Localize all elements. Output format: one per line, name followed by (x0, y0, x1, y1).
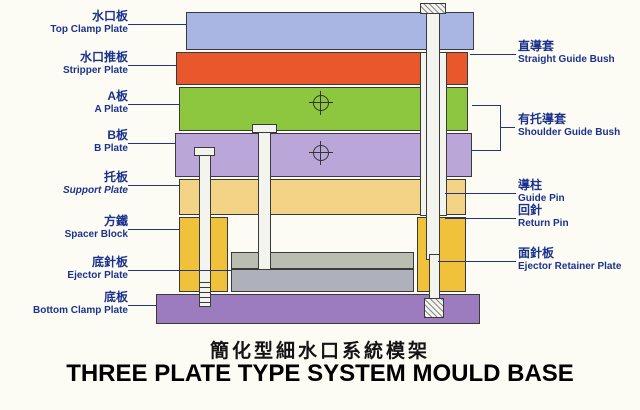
leader-line (445, 218, 516, 219)
label-a-plate: A板 A Plate (6, 89, 128, 115)
marker-vline (320, 141, 321, 165)
label-en: Support Plate (62, 184, 128, 196)
label-zh: 水口板 (91, 9, 128, 23)
label-zh: 托板 (103, 170, 128, 184)
leader-line (128, 143, 175, 144)
label-ejector-retainer-plate: 面針板 Ejector Retainer Plate (518, 246, 640, 272)
label-zh: 方鐵 (103, 214, 128, 228)
label-zh: 面針板 (518, 246, 555, 260)
label-return-pin: 回針 Return Pin (518, 203, 640, 229)
label-en: B Plate (94, 142, 128, 154)
label-en: Spacer Block (64, 228, 128, 240)
marker-hline (309, 152, 333, 153)
label-zh: B板 (107, 128, 128, 142)
label-en: Bottom Clamp Plate (32, 304, 128, 316)
label-zh: 水口推板 (79, 50, 128, 64)
label-en: Shoulder Guide Bush (518, 126, 621, 138)
leader-line (438, 261, 516, 262)
leader-line (128, 104, 179, 105)
leader-line (128, 185, 179, 186)
label-zh: 直導套 (518, 39, 555, 53)
leader-line (445, 193, 516, 194)
guide-pin (426, 13, 440, 260)
bracket-top (472, 105, 501, 106)
thread-mark (200, 292, 210, 293)
marker-hline (309, 102, 333, 103)
label-zh: 回針 (518, 203, 543, 217)
label-zh: 底板 (103, 290, 128, 304)
thread-mark (200, 287, 210, 288)
leader-line (470, 54, 516, 55)
marker-circle (313, 95, 329, 111)
label-en: Return Pin (518, 217, 569, 229)
marker-circle (313, 145, 329, 161)
label-guide-pin: 導柱 Guide Pin (518, 178, 640, 204)
thread-mark (200, 282, 210, 283)
leader-line (501, 127, 515, 128)
thread-mark (200, 297, 210, 298)
return-pin (199, 155, 211, 307)
leader-line (128, 270, 231, 271)
label-en: Ejector Retainer Plate (518, 260, 622, 272)
label-en: Top Clamp Plate (50, 23, 128, 35)
leader-line (128, 65, 176, 66)
label-support-plate: 托板 Support Plate (6, 170, 128, 196)
leader-line (128, 305, 156, 306)
thread-mark (200, 302, 210, 303)
label-stripper-plate: 水口推板 Stripper Plate (6, 50, 128, 76)
label-straight-guide-bush: 直導套 Straight Guide Bush (518, 39, 640, 65)
label-zh: 導柱 (518, 178, 543, 192)
marker-vline (320, 91, 321, 115)
bracket-bottom (472, 150, 501, 151)
center-guide-pin (258, 132, 271, 270)
screw-hole-marker-bottom (309, 141, 333, 165)
label-en: Stripper Plate (62, 64, 128, 76)
screw-hole-marker-top (309, 91, 333, 115)
stripper-plate (176, 52, 468, 85)
label-bottom-clamp-plate: 底板 Bottom Clamp Plate (6, 290, 128, 316)
ejector-retainer-plate (231, 252, 414, 269)
title-chinese: 簡化型細水口系統模架 (209, 341, 430, 362)
ejector-pin-base (424, 298, 444, 318)
ejector-plate (231, 269, 414, 292)
label-b-plate: B板 B Plate (6, 128, 128, 154)
label-zh: 底針板 (91, 255, 128, 269)
label-shoulder-guide-bush: 有托導套 Shoulder Guide Bush (518, 112, 640, 138)
label-top-clamp-plate: 水口板 Top Clamp Plate (6, 9, 128, 35)
label-en: Guide Pin (518, 192, 565, 204)
label-zh: 有托導套 (518, 112, 567, 126)
bracket-side (500, 105, 501, 151)
support-plate (179, 179, 466, 215)
label-spacer-block: 方鐵 Spacer Block (6, 214, 128, 240)
title-english: THREE PLATE TYPE SYSTEM MOULD BASE (66, 360, 574, 387)
label-en: A Plate (94, 103, 128, 115)
label-en: Ejector Plate (67, 269, 128, 281)
label-en: Straight Guide Bush (518, 53, 615, 65)
leader-line (128, 24, 186, 25)
spacer-block-right (417, 217, 466, 292)
label-zh: A板 (107, 89, 128, 103)
label-ejector-plate: 底針板 Ejector Plate (6, 255, 128, 281)
leader-line (128, 229, 179, 230)
